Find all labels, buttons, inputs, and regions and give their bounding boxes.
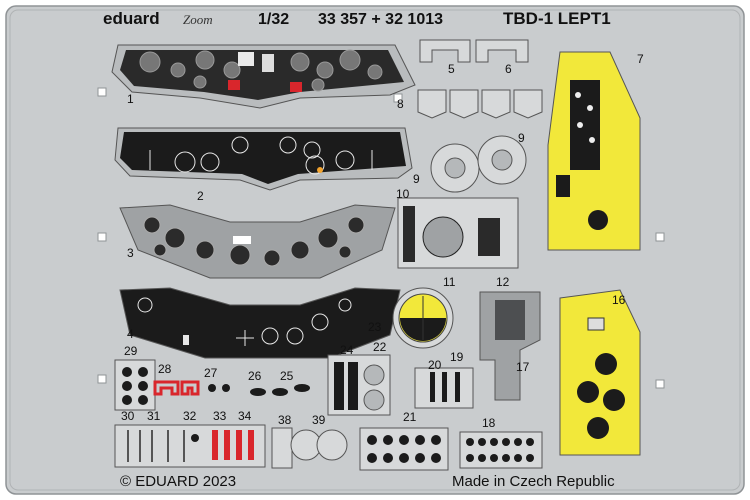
part-8-cups xyxy=(417,89,543,119)
red-warning-light xyxy=(228,80,240,90)
small-parts-38-39 xyxy=(271,427,348,469)
part-num: 23 xyxy=(368,320,382,334)
part-num: 12 xyxy=(496,275,510,289)
small-parts-30-34 xyxy=(114,424,266,468)
part-num: 30 xyxy=(121,409,135,423)
part-num: 26 xyxy=(248,369,262,383)
part-9-discs xyxy=(430,135,527,193)
part-num: 5 xyxy=(448,62,455,76)
part-23-yellow-dial xyxy=(392,287,454,349)
part-num: 2 xyxy=(197,189,204,203)
part-4-instrument-panel xyxy=(119,287,401,359)
part-num: 38 xyxy=(278,413,292,427)
part-num: 8 xyxy=(397,97,404,111)
hole xyxy=(97,232,107,242)
part-num: 9 xyxy=(518,131,525,145)
part-num: 17 xyxy=(516,360,530,374)
part-number-labels: 1 2 3 4 5 6 7 8 9 9 10 11 12 16 17 18 19… xyxy=(121,52,644,430)
scale-label: 1/32 xyxy=(258,11,289,28)
part-num: 28 xyxy=(158,362,172,376)
parts-19-20 xyxy=(414,367,474,409)
part-16-side-panel xyxy=(559,289,641,456)
part-num: 25 xyxy=(280,369,294,383)
part-num: 31 xyxy=(147,409,161,423)
part-num: 29 xyxy=(124,344,138,358)
part-num: 9 xyxy=(413,172,420,186)
copyright-text: © EDUARD 2023 xyxy=(120,473,236,490)
part-num: 22 xyxy=(373,340,387,354)
red-warning-light xyxy=(290,82,302,92)
sprue-holes xyxy=(97,87,665,389)
set-title: TBD-1 LEPT1 xyxy=(503,9,611,28)
part-num: 20 xyxy=(428,358,442,372)
part-num: 34 xyxy=(238,409,252,423)
part-21 xyxy=(359,427,449,471)
set-codes: 33 357 + 32 1013 xyxy=(318,11,443,28)
part-num: 6 xyxy=(505,62,512,76)
zoom-logo: Zoom xyxy=(183,12,213,27)
part-num: 10 xyxy=(396,187,410,201)
hole xyxy=(655,232,665,242)
hole xyxy=(97,374,107,384)
brand-logo: eduard xyxy=(103,9,160,28)
part-3-instrument-panel xyxy=(119,204,396,279)
hole xyxy=(393,93,403,103)
part-num: 16 xyxy=(612,293,626,307)
hole xyxy=(655,379,665,389)
part-7-side-console xyxy=(547,51,641,251)
origin-text: Made in Czech Republic xyxy=(452,473,615,490)
part-num: 19 xyxy=(450,350,464,364)
part-num: 3 xyxy=(127,246,134,260)
part-num: 11 xyxy=(443,275,456,289)
parts-5-6-brackets xyxy=(419,39,529,63)
part-num: 4 xyxy=(127,327,134,341)
part-num: 39 xyxy=(312,413,326,427)
hole xyxy=(97,87,107,97)
part-num: 33 xyxy=(213,409,227,423)
part-17-bracket xyxy=(479,291,541,401)
part-num: 24 xyxy=(340,343,354,357)
parts-22-24 xyxy=(327,354,391,416)
part-18 xyxy=(459,431,543,469)
part-num: 7 xyxy=(637,52,644,66)
part-num: 21 xyxy=(403,410,417,424)
part-1-instrument-panel xyxy=(111,44,416,109)
part-2-instrument-panel xyxy=(114,127,413,191)
part-num: 32 xyxy=(183,409,197,423)
part-num: 27 xyxy=(204,366,218,380)
part-num: 1 xyxy=(127,92,134,106)
parts-10-12-panel xyxy=(397,197,519,269)
fret-border xyxy=(9,9,741,491)
part-num: 18 xyxy=(482,416,496,430)
small-parts-left xyxy=(114,359,310,411)
